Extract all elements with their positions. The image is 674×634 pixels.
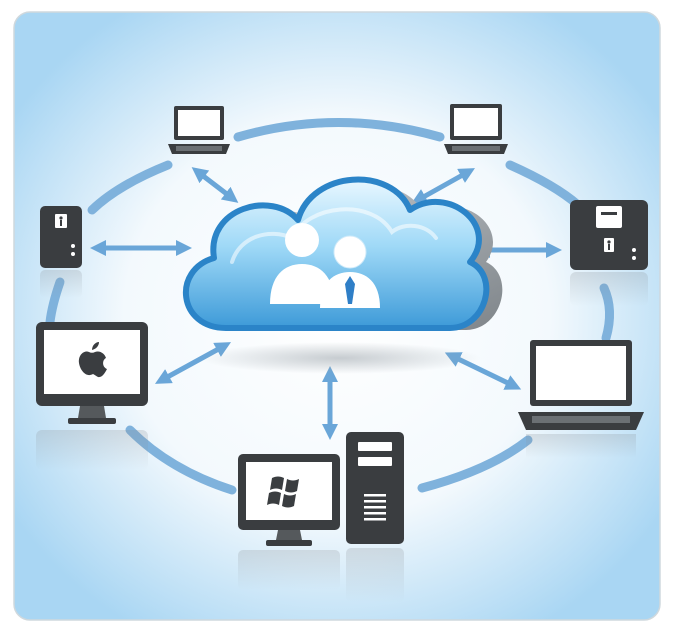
ring-segment-bottom-right [417, 435, 533, 493]
tower-icon [346, 432, 404, 544]
nas-large-reflection [570, 272, 648, 306]
laptop-right [518, 340, 644, 458]
laptop-top-left [168, 106, 230, 154]
cloud-highlight [230, 207, 438, 264]
nas-small-left [40, 206, 82, 298]
cloud-floor-shadow [200, 342, 480, 374]
mac-monitor [36, 322, 148, 470]
tie [345, 276, 355, 304]
apple-logo-icon [78, 342, 107, 378]
arrow-laptop-top-left [191, 167, 239, 203]
nas-drive-icon [40, 206, 82, 268]
laptop-icon [518, 340, 644, 430]
mac-reflection [36, 430, 148, 470]
windows-reflection [238, 550, 340, 590]
laptop-top-right [444, 104, 508, 154]
arrow-laptop-top-right [411, 168, 475, 204]
users-cloud-icon [270, 223, 380, 308]
ring-segment-top-left [87, 160, 173, 215]
mac-stand [78, 406, 106, 418]
ring-segment-top [233, 118, 445, 142]
nas-small-reflection [40, 270, 82, 298]
mac-base [68, 418, 116, 424]
cloud [182, 176, 503, 374]
laptop-icon [168, 106, 230, 154]
tower-reflection [346, 548, 404, 602]
windows-logo-icon [267, 476, 299, 508]
windows-pc [238, 454, 340, 590]
network-ring [45, 118, 614, 495]
pc-tower [346, 432, 404, 602]
nas-large-right [570, 200, 648, 306]
nas-server-icon [570, 200, 648, 270]
windows-stand [276, 530, 302, 540]
laptop-right-reflection [526, 434, 636, 458]
windows-base [266, 540, 312, 546]
laptop-icon [444, 104, 508, 154]
